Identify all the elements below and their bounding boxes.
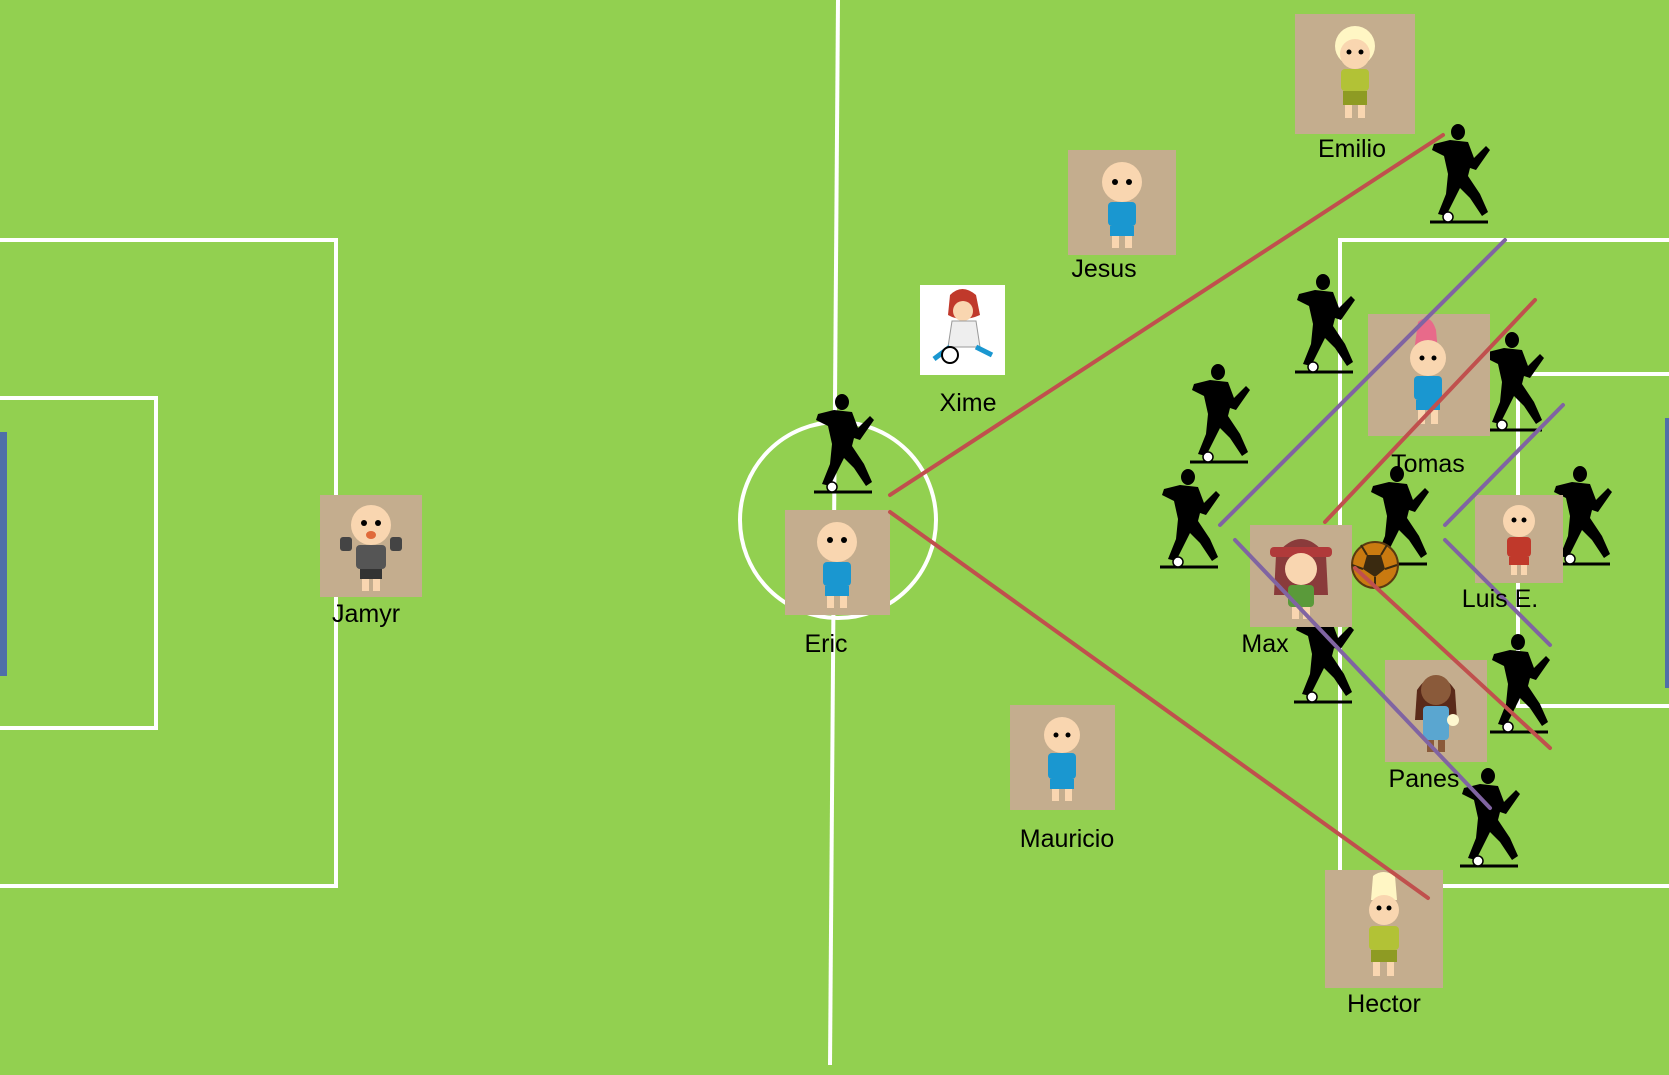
label-jesus: Jesus — [1071, 255, 1136, 283]
label-emilio: Emilio — [1318, 135, 1386, 163]
label-xime: Xime — [940, 389, 997, 417]
label-jamyr: Jamyr — [332, 600, 400, 628]
player-hector — [1325, 870, 1443, 988]
player-xime — [920, 285, 1005, 375]
player-eric — [785, 510, 890, 615]
label-max: Max — [1241, 630, 1289, 658]
player-tomas — [1368, 314, 1490, 436]
right-goal — [1665, 418, 1669, 688]
label-tomas: Tomas — [1391, 450, 1465, 478]
player-jamyr — [320, 495, 422, 597]
player-luis — [1475, 495, 1563, 583]
soccer-ball-icon — [1352, 542, 1398, 588]
label-hector: Hector — [1347, 990, 1421, 1018]
label-mauricio: Mauricio — [1020, 825, 1114, 853]
label-luis: Luis E. — [1462, 585, 1538, 613]
player-jesus — [1068, 150, 1176, 255]
left-goal — [0, 432, 7, 676]
label-panes: Panes — [1389, 765, 1460, 793]
player-emilio — [1295, 14, 1415, 134]
label-eric: Eric — [804, 630, 847, 658]
player-mauricio — [1010, 705, 1115, 810]
